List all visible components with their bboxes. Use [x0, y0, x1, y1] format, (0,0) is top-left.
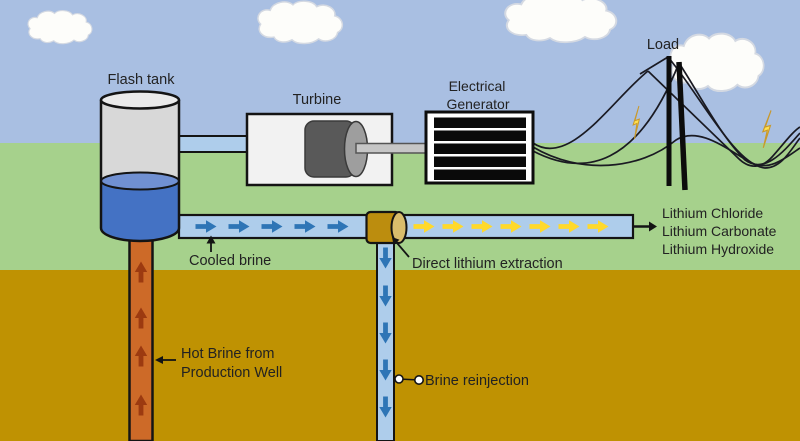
- generator-bar: [434, 156, 526, 167]
- generator-bar: [434, 117, 526, 128]
- hot-brine-pointer: [155, 356, 176, 364]
- ground-background: [0, 270, 800, 441]
- brine-reinjection-label: Brine reinjection: [425, 373, 529, 389]
- arrow-head-icon: [206, 235, 216, 244]
- cooled-brine-label: Cooled brine: [189, 253, 271, 269]
- pointer-line: [396, 242, 410, 258]
- utility-pole-left: [666, 56, 672, 186]
- arrow-head-icon: [392, 237, 400, 245]
- cloud: [504, 0, 618, 44]
- turbine-label: Turbine: [293, 92, 342, 108]
- tank-brine-surface: [100, 171, 180, 191]
- tank-top: [99, 90, 181, 110]
- hot-brine-label-line1: Hot Brine from: [181, 346, 274, 362]
- tank-outline: [99, 100, 181, 243]
- turbine-shaft: [355, 142, 434, 154]
- flash-tank: [99, 90, 181, 243]
- tank-brine: [101, 181, 179, 241]
- generator-bar: [434, 169, 526, 180]
- dle-unit: [365, 210, 408, 245]
- product-label-line3: Lithium Hydroxide: [662, 241, 774, 257]
- dle-unit-face: [390, 211, 408, 244]
- power-wire: [647, 70, 800, 167]
- power-wire: [532, 134, 800, 167]
- power-wire: [678, 62, 800, 166]
- arrow-head-icon: [649, 221, 657, 232]
- product-output-arrow: [633, 221, 657, 232]
- product-label-line1: Lithium Chloride: [662, 205, 763, 221]
- product-label-line2: Lithium Carbonate: [662, 223, 777, 239]
- flash-tank-label: Flash tank: [108, 72, 176, 88]
- electrical-generator: [424, 110, 535, 185]
- steam-pipe: [178, 135, 250, 153]
- load-label: Load: [647, 37, 679, 53]
- generator-label-line2: Generator: [446, 96, 509, 112]
- generator-bar: [434, 143, 526, 154]
- connector-dot-icon: [394, 374, 404, 384]
- power-lines: [532, 56, 800, 169]
- hot-brine-label-line2: Production Well: [181, 365, 282, 381]
- power-wire: [532, 70, 649, 150]
- generator-bar: [434, 130, 526, 141]
- dle-label: Direct lithium extraction: [412, 256, 563, 272]
- utility-pole-right: [676, 61, 688, 191]
- generator-label-line1: Electrical: [449, 78, 506, 94]
- dle-pointer: [392, 237, 410, 258]
- brine-reinjection-connector: [394, 374, 424, 385]
- generator-coils: [434, 117, 526, 180]
- power-wire: [532, 62, 680, 165]
- arrow-head-icon: [155, 356, 163, 364]
- connector-dot-icon: [413, 374, 424, 385]
- power-wire: [639, 56, 669, 75]
- tank-body: [101, 100, 179, 181]
- cooled-brine-pointer: [206, 235, 216, 252]
